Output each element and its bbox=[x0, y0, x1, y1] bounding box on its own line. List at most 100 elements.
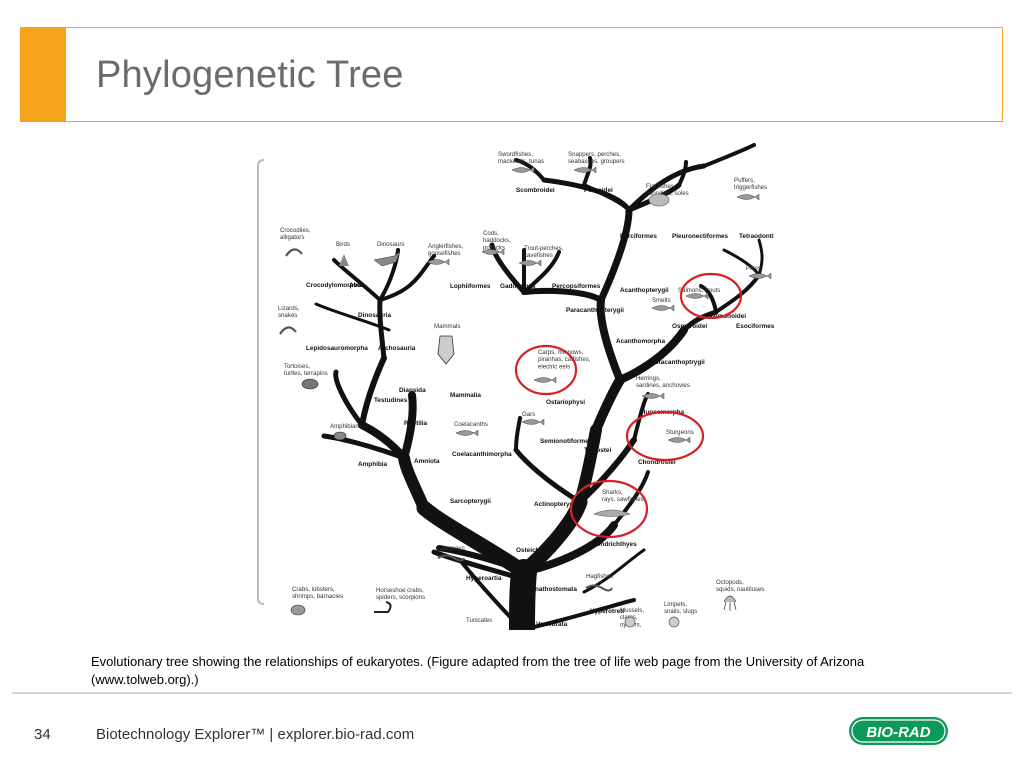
tree-branch bbox=[520, 521, 618, 576]
organism-label-hagfishes: Hagfishes bbox=[586, 573, 613, 580]
tree-branch bbox=[521, 287, 604, 303]
eel-icon bbox=[585, 584, 613, 592]
fish-icon bbox=[518, 259, 542, 267]
eel-icon bbox=[437, 554, 465, 562]
node-label-perciformes: Perciformes bbox=[620, 233, 657, 240]
highlight-circle bbox=[514, 344, 578, 396]
node-label-hyperotreti: Hyperotreti bbox=[590, 608, 624, 615]
organism-label-mammals: Mammals bbox=[434, 323, 460, 330]
fish-icon bbox=[573, 166, 597, 174]
tree-branch bbox=[616, 326, 688, 384]
organism-label-line: Anglerfishes, bbox=[428, 243, 464, 250]
figure-bracket bbox=[257, 159, 265, 605]
bio-rad-logo: BIO-RAD bbox=[849, 717, 948, 745]
organism-label-line: Octopods, bbox=[716, 579, 744, 586]
tree-branch bbox=[358, 421, 408, 462]
tree-branch bbox=[702, 143, 756, 168]
fish-icon bbox=[651, 304, 675, 312]
organism-label-line: Trout-perches, bbox=[524, 245, 564, 252]
organism-label-line: goosefishes bbox=[428, 250, 461, 257]
tree-branch bbox=[458, 558, 524, 630]
flatfish-icon bbox=[648, 193, 670, 207]
organism-label-line: Tortoises, bbox=[284, 363, 310, 370]
node-label-dinosauria: Dinosauria bbox=[358, 312, 391, 319]
organism-label-line: turtles, terrapins bbox=[284, 370, 328, 377]
organism-label-sharks: Sharks,rays, sawfishes bbox=[602, 489, 644, 503]
organism-label-line: Herrings, bbox=[636, 375, 661, 382]
organism-label-carps-minnows: Carps, minnows,piranhas, catfishes,elect… bbox=[538, 349, 591, 370]
tree-branch bbox=[514, 416, 522, 452]
tree-branch bbox=[677, 160, 688, 187]
node-label-acanthopterygii: Acanthopterygii bbox=[620, 287, 669, 294]
node-label-diapsida: Diapsida bbox=[399, 387, 426, 394]
organism-label-amphibians: Amphibians bbox=[330, 423, 362, 430]
organism-label-line: Crocodiles, bbox=[280, 227, 311, 234]
organism-label-anglerfishes: Anglerfishes,goosefishes bbox=[428, 243, 464, 257]
organism-label-limpets: Limpets,snails, slugs bbox=[664, 601, 697, 615]
fish-icon bbox=[511, 166, 535, 174]
organism-label-crocodiles: Crocodiles,alligators bbox=[280, 227, 311, 241]
organism-label-line: snakes bbox=[278, 312, 297, 319]
tree-branch bbox=[681, 309, 719, 333]
node-label-actinopterygii: Actinopterygii bbox=[534, 501, 577, 508]
tree-branch bbox=[333, 369, 365, 428]
tree-branch bbox=[400, 391, 417, 462]
node-label-lepidosauromorpha: Lepidosauromorpha bbox=[306, 345, 368, 352]
frog-icon bbox=[333, 431, 347, 441]
organism-label-lampreys: Lampreys bbox=[438, 545, 465, 552]
organism-label-line: Cods, bbox=[483, 230, 499, 237]
organism-label-tortoises: Tortoises,turtles, terrapins bbox=[284, 363, 328, 377]
organism-label-crabs-lobsters: Crabs, lobsters,shrimps, barnacles bbox=[292, 586, 343, 600]
fish-icon bbox=[641, 392, 665, 400]
organism-label-line: shrimps, barnacles bbox=[292, 593, 343, 600]
organism-label-line: alligators bbox=[280, 234, 304, 241]
organism-label-line: Pikes bbox=[746, 265, 761, 272]
organism-label-line: Tunicates bbox=[466, 617, 492, 624]
organism-label-line: Carps, minnows, bbox=[538, 349, 584, 356]
shell-icon bbox=[624, 616, 636, 628]
tree-branch bbox=[431, 549, 529, 583]
tree-branch bbox=[436, 545, 529, 575]
node-label-coelacanthimorpha: Coelacanthimorpha bbox=[452, 451, 512, 458]
node-label-ostariophysi: Ostariophysi bbox=[546, 399, 585, 406]
node-label-gnathostomata: Gnathostomata bbox=[530, 586, 577, 593]
title-accent-bar bbox=[20, 27, 66, 122]
node-label-tetraodontiformes: Tetraodontiformes bbox=[739, 233, 774, 240]
node-label-paracanthopterygii: Paracanthopterygii bbox=[566, 307, 624, 314]
tree-branch bbox=[591, 375, 625, 435]
organism-label-line: Horseshoe crabs, bbox=[376, 587, 424, 594]
highlight-circle bbox=[625, 410, 705, 462]
tree-branch bbox=[314, 302, 391, 332]
tree-branch bbox=[378, 248, 400, 302]
organism-label-line: piranhas, catfishes, bbox=[538, 356, 591, 363]
organism-label-line: spiders, scorpions bbox=[376, 594, 425, 601]
organism-label-line: Dinosaurs bbox=[377, 241, 404, 248]
organism-label-horseshoe-crabs: Horseshoe crabs,spiders, scorpions bbox=[376, 587, 425, 601]
fish-icon bbox=[667, 436, 691, 444]
organism-label-line: Smelts bbox=[652, 297, 671, 304]
organism-label-trout-perches: Trout-perches,cavefishes bbox=[524, 245, 564, 259]
node-label-aves: Aves bbox=[349, 282, 364, 289]
node-label-lophiiformes: Lophiiformes bbox=[450, 283, 491, 290]
tree-branch bbox=[321, 433, 407, 461]
node-label-pleuronectiformes: Pleuronectiformes bbox=[672, 233, 729, 240]
organism-label-herrings: Herrings,sardines, anchovies bbox=[636, 375, 690, 389]
fish-icon bbox=[426, 258, 450, 266]
organism-label-line: Crabs, lobsters, bbox=[292, 586, 335, 593]
node-label-chondrichthyes: Chondrichthyes bbox=[588, 541, 637, 548]
organism-label-line: electric eels bbox=[538, 363, 570, 370]
tree-branch bbox=[359, 355, 387, 428]
tree-branch bbox=[398, 452, 430, 514]
node-label-reptilia: Reptilia bbox=[404, 420, 428, 427]
tree-branch bbox=[612, 470, 650, 527]
crab-icon bbox=[290, 604, 306, 616]
node-label-scombroidei: Scombroidei bbox=[516, 187, 555, 194]
tree-branch bbox=[722, 248, 761, 277]
dinosaur-icon bbox=[373, 251, 401, 267]
fish-icon bbox=[748, 272, 772, 280]
node-label-mammalia: Mammalia bbox=[450, 392, 481, 399]
organism-label-line: seabasses, groupers bbox=[568, 158, 625, 165]
organism-label-flat-fishes: Flat fishes,flounders, soles bbox=[646, 183, 689, 197]
organism-label-line: rays, sawfishes bbox=[602, 496, 644, 503]
fish-icon bbox=[736, 193, 760, 201]
